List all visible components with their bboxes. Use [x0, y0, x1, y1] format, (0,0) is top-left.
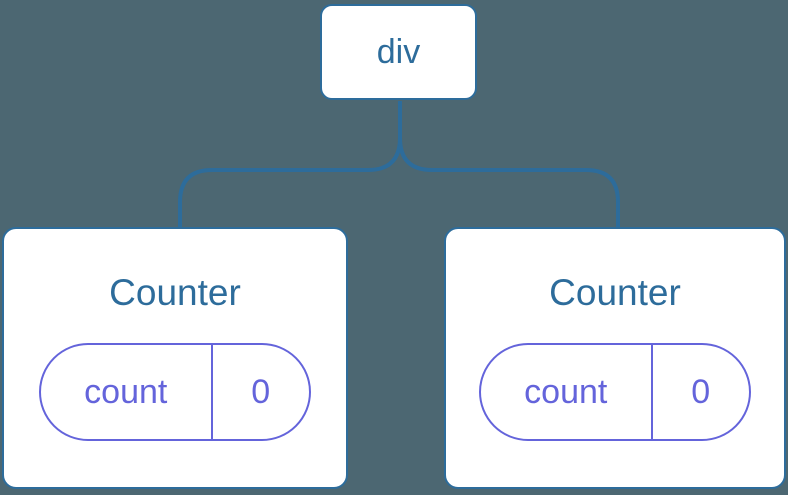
state-value: 0 — [251, 372, 271, 411]
state-pill: count 0 — [39, 343, 311, 441]
root-node-label: div — [376, 32, 421, 71]
connector-right-branch — [398, 101, 620, 228]
counter-title: Counter — [549, 272, 681, 313]
connector-left-branch — [178, 101, 402, 228]
state-pill: count 0 — [479, 343, 751, 441]
counter-card-left: Counter count 0 — [2, 227, 348, 489]
state-key: count — [481, 345, 653, 439]
root-node: div — [320, 4, 477, 100]
counter-title: Counter — [109, 272, 241, 313]
counter-card-right: Counter count 0 — [444, 227, 786, 489]
state-key: count — [41, 345, 213, 439]
state-value: 0 — [691, 372, 711, 411]
